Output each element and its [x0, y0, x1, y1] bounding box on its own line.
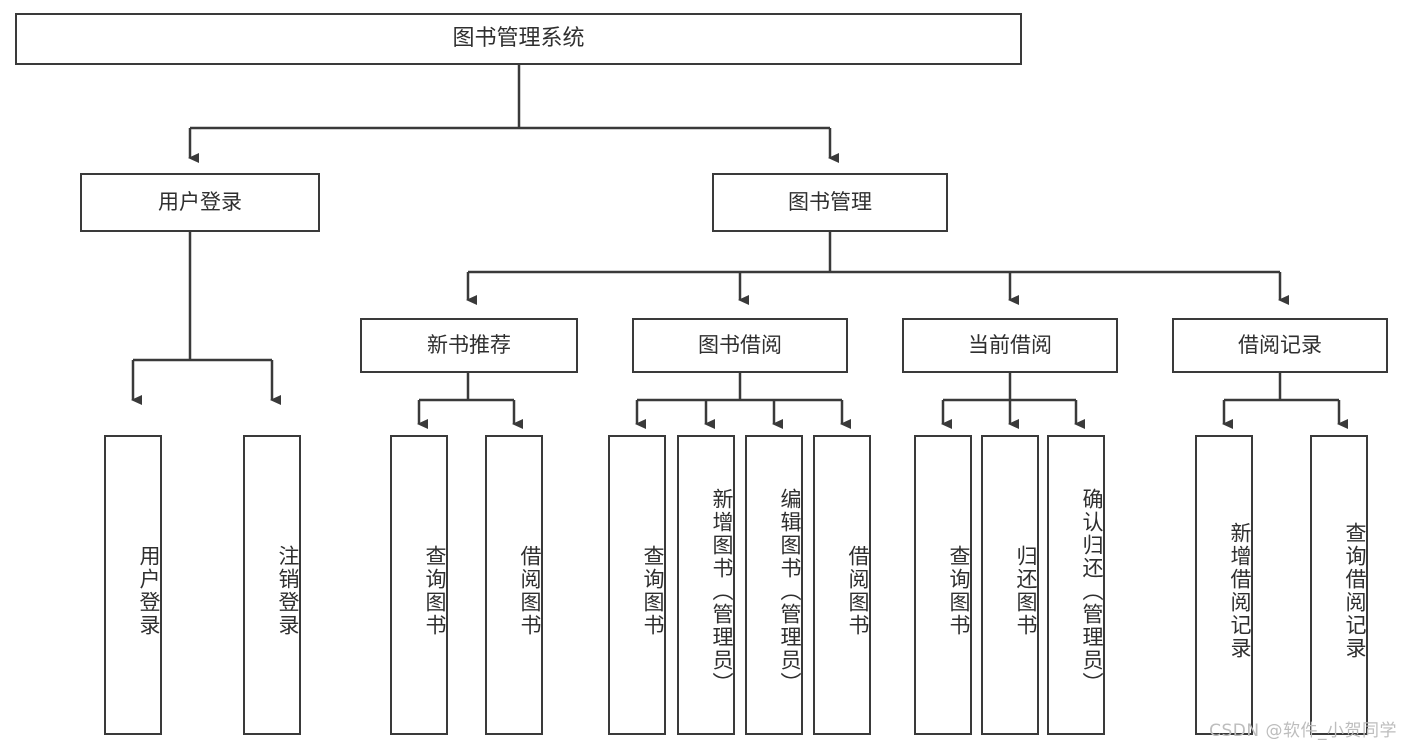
node-borrow-record-label: 借阅记录 [1238, 332, 1322, 357]
node-book-manage[interactable]: 图书管理 [712, 173, 948, 232]
leaf-query-book-2-label: 查询图书 [641, 545, 665, 637]
leaf-query-book-1[interactable]: 查询图书 [390, 435, 448, 735]
leaf-user-login-label: 用户登录 [137, 545, 161, 637]
watermark: CSDN @软件_小贺同学 [1209, 721, 1397, 741]
node-root[interactable]: 图书管理系统 [15, 13, 1022, 65]
leaf-query-book-2[interactable]: 查询图书 [608, 435, 666, 735]
node-borrow-record[interactable]: 借阅记录 [1172, 318, 1388, 373]
leaf-add-book[interactable]: 新增图书（管理员） [677, 435, 735, 735]
leaf-edit-book[interactable]: 编辑图书（管理员） [745, 435, 803, 735]
node-book-borrow-label: 图书借阅 [698, 332, 782, 357]
node-root-label: 图书管理系统 [452, 25, 585, 51]
leaf-borrow-book-1[interactable]: 借阅图书 [485, 435, 543, 735]
node-new-book-recommend[interactable]: 新书推荐 [360, 318, 578, 373]
leaf-add-book-label: 新增图书（管理员） [710, 487, 734, 695]
node-current-borrow-label: 当前借阅 [968, 332, 1052, 357]
node-book-manage-label: 图书管理 [788, 189, 872, 214]
node-user-login[interactable]: 用户登录 [80, 173, 320, 232]
node-new-book-recommend-label: 新书推荐 [427, 332, 511, 357]
node-current-borrow[interactable]: 当前借阅 [902, 318, 1118, 373]
leaf-borrow-book-2-label: 借阅图书 [846, 545, 870, 637]
leaf-query-record-label: 查询借阅记录 [1343, 522, 1367, 660]
leaf-edit-book-label: 编辑图书（管理员） [778, 487, 802, 695]
leaf-user-login[interactable]: 用户登录 [104, 435, 162, 735]
leaf-query-book-3-label: 查询图书 [947, 545, 971, 637]
leaf-return-book-label: 归还图书 [1014, 545, 1038, 637]
leaf-logout[interactable]: 注销登录 [243, 435, 301, 735]
leaf-return-book[interactable]: 归还图书 [981, 435, 1039, 735]
leaf-confirm-return-label: 确认归还（管理员） [1080, 487, 1104, 695]
leaf-borrow-book-1-label: 借阅图书 [518, 545, 542, 637]
node-book-borrow[interactable]: 图书借阅 [632, 318, 848, 373]
leaf-query-book-1-label: 查询图书 [423, 545, 447, 637]
leaf-add-record-label: 新增借阅记录 [1228, 522, 1252, 660]
leaf-logout-label: 注销登录 [276, 545, 300, 637]
leaf-borrow-book-2[interactable]: 借阅图书 [813, 435, 871, 735]
node-user-login-label: 用户登录 [158, 189, 242, 214]
leaf-confirm-return[interactable]: 确认归还（管理员） [1047, 435, 1105, 735]
leaf-query-book-3[interactable]: 查询图书 [914, 435, 972, 735]
leaf-add-record[interactable]: 新增借阅记录 [1195, 435, 1253, 735]
leaf-query-record[interactable]: 查询借阅记录 [1310, 435, 1368, 735]
